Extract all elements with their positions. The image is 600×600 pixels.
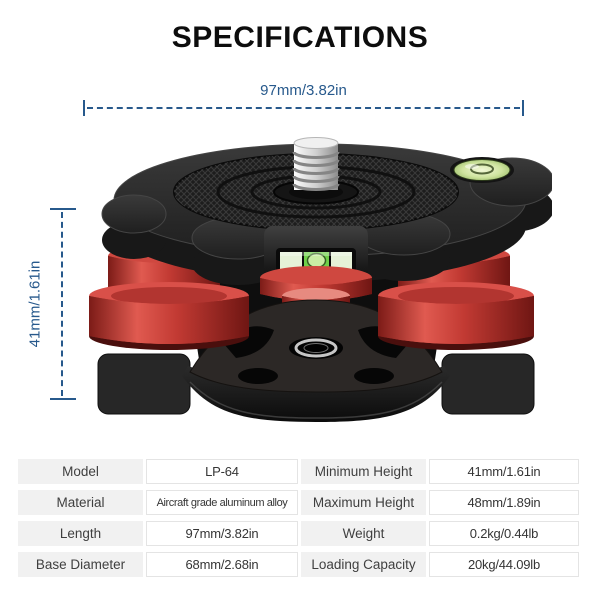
spec-label: Base Diameter <box>18 552 143 577</box>
spec-value: Aircraft grade aluminum alloy <box>146 490 298 515</box>
spec-value: 41mm/1.61in <box>429 459 579 484</box>
spec-value: 0.2kg/0.44lb <box>429 521 579 546</box>
spec-value: 97mm/3.82in <box>146 521 298 546</box>
base-thread-hole <box>289 337 343 359</box>
spec-table: Model LP-64 Minimum Height 41mm/1.61in M… <box>18 459 579 577</box>
spec-value: 48mm/1.89in <box>429 490 579 515</box>
spec-label: Model <box>18 459 143 484</box>
width-dimension-label: 97mm/3.82in <box>260 82 347 99</box>
spec-label: Maximum Height <box>301 490 426 515</box>
spec-label: Minimum Height <box>301 459 426 484</box>
page-title: SPECIFICATIONS <box>171 21 429 54</box>
adjustment-knob-left-lower <box>89 282 249 350</box>
width-dimension-line <box>83 100 524 116</box>
height-dimension-annotation: 41mm/1.61in <box>27 208 76 400</box>
product-photo-tripod-leveling-base <box>89 137 552 422</box>
width-dimension-annotation: 97mm/3.82in <box>83 82 524 116</box>
spec-label: Loading Capacity <box>301 552 426 577</box>
spec-label: Weight <box>301 521 426 546</box>
camera-mount-screw <box>292 137 340 191</box>
spec-label: Material <box>18 490 143 515</box>
spec-value: 20kg/44.09lb <box>429 552 579 577</box>
spec-label: Length <box>18 521 143 546</box>
circular-bubble-level <box>450 157 514 183</box>
spec-value: 68mm/2.68in <box>146 552 298 577</box>
spec-value: LP-64 <box>146 459 298 484</box>
height-dimension-label: 41mm/1.61in <box>26 260 44 348</box>
adjustment-knob-right-lower <box>378 282 534 350</box>
